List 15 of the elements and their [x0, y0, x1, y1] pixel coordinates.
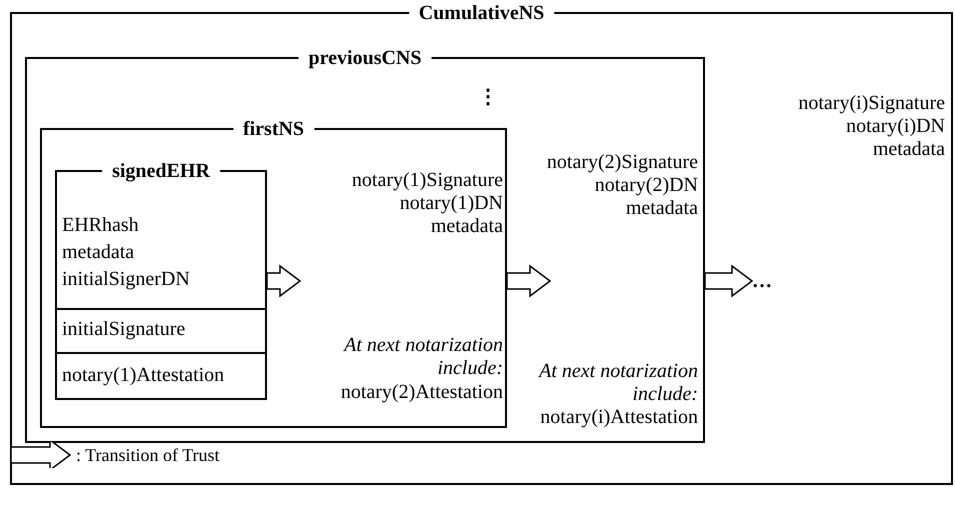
field-name: notary(1)Attestation — [62, 364, 224, 387]
field-list: EHRhash metadata initialSignerDN — [62, 212, 190, 293]
field-list: notary(2)Signature notary(2)DN metadata — [546, 151, 698, 220]
note-text: At next notarization include: — [537, 360, 698, 406]
block-arrow — [266, 264, 302, 298]
field-list: notary(2)Attestation — [340, 381, 503, 404]
legend-text: : Transition of Trust — [76, 444, 220, 467]
block-arrow — [704, 264, 754, 298]
field-list: notary(i)Signature notary(i)DN metadata — [798, 92, 945, 161]
ellipsis-text: … — [752, 266, 782, 296]
block-arrow — [506, 264, 552, 298]
field-list: notary(i)Attestation — [540, 406, 698, 429]
field-list: notary(1)Signature notary(1)DN metadata — [352, 169, 503, 238]
note-text: At next notarization include: — [342, 334, 503, 380]
field-name: initialSignature — [62, 318, 186, 341]
